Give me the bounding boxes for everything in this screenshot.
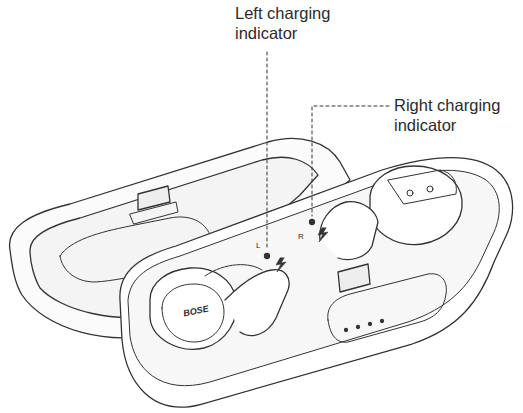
callout-label: Right charging indicator: [394, 96, 512, 136]
callout-label: Left charging indicator: [235, 4, 355, 44]
side-marking: L: [256, 241, 268, 251]
side-marking: R: [298, 232, 310, 242]
